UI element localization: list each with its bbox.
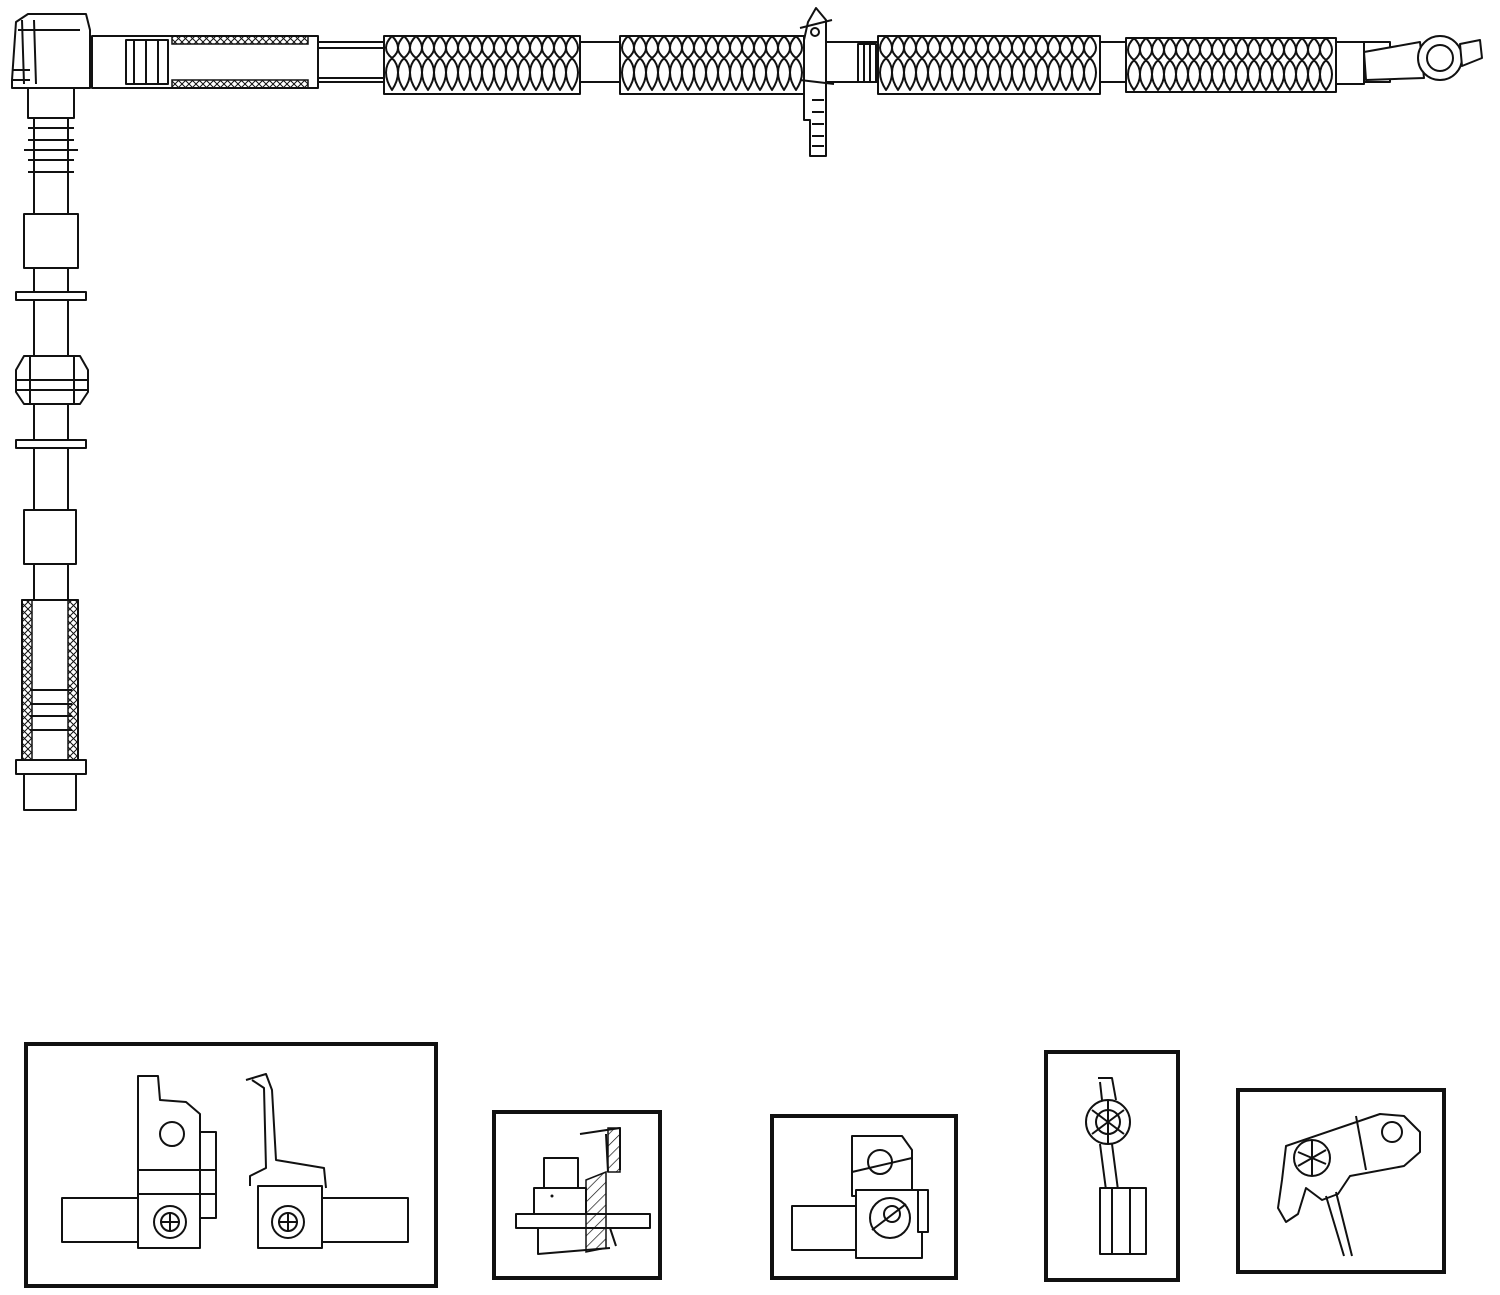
section-view-icon	[515, 1127, 651, 1255]
spring-guard-2	[619, 35, 805, 95]
block-fitting-icon	[791, 1135, 929, 1259]
hose-clip-icon	[1085, 1077, 1147, 1255]
detail-section	[492, 1110, 662, 1280]
vertical-tube	[15, 117, 89, 811]
spring-guard-1	[383, 35, 581, 95]
bracket-pair-icon	[61, 1073, 409, 1249]
detail-block-fitting	[770, 1114, 958, 1280]
mount-plate-icon	[1277, 1113, 1421, 1257]
spring-guard-4	[1125, 37, 1337, 93]
detail-mount-plate	[1236, 1088, 1446, 1274]
spring-guard-3	[877, 35, 1101, 95]
detail-hose-clip	[1044, 1050, 1180, 1282]
corner-fitting	[11, 13, 91, 119]
hose-assembly	[11, 7, 1483, 811]
mounting-tab	[799, 7, 835, 157]
detail-bracket-pair	[24, 1042, 438, 1288]
banjo-eye	[1363, 35, 1483, 81]
